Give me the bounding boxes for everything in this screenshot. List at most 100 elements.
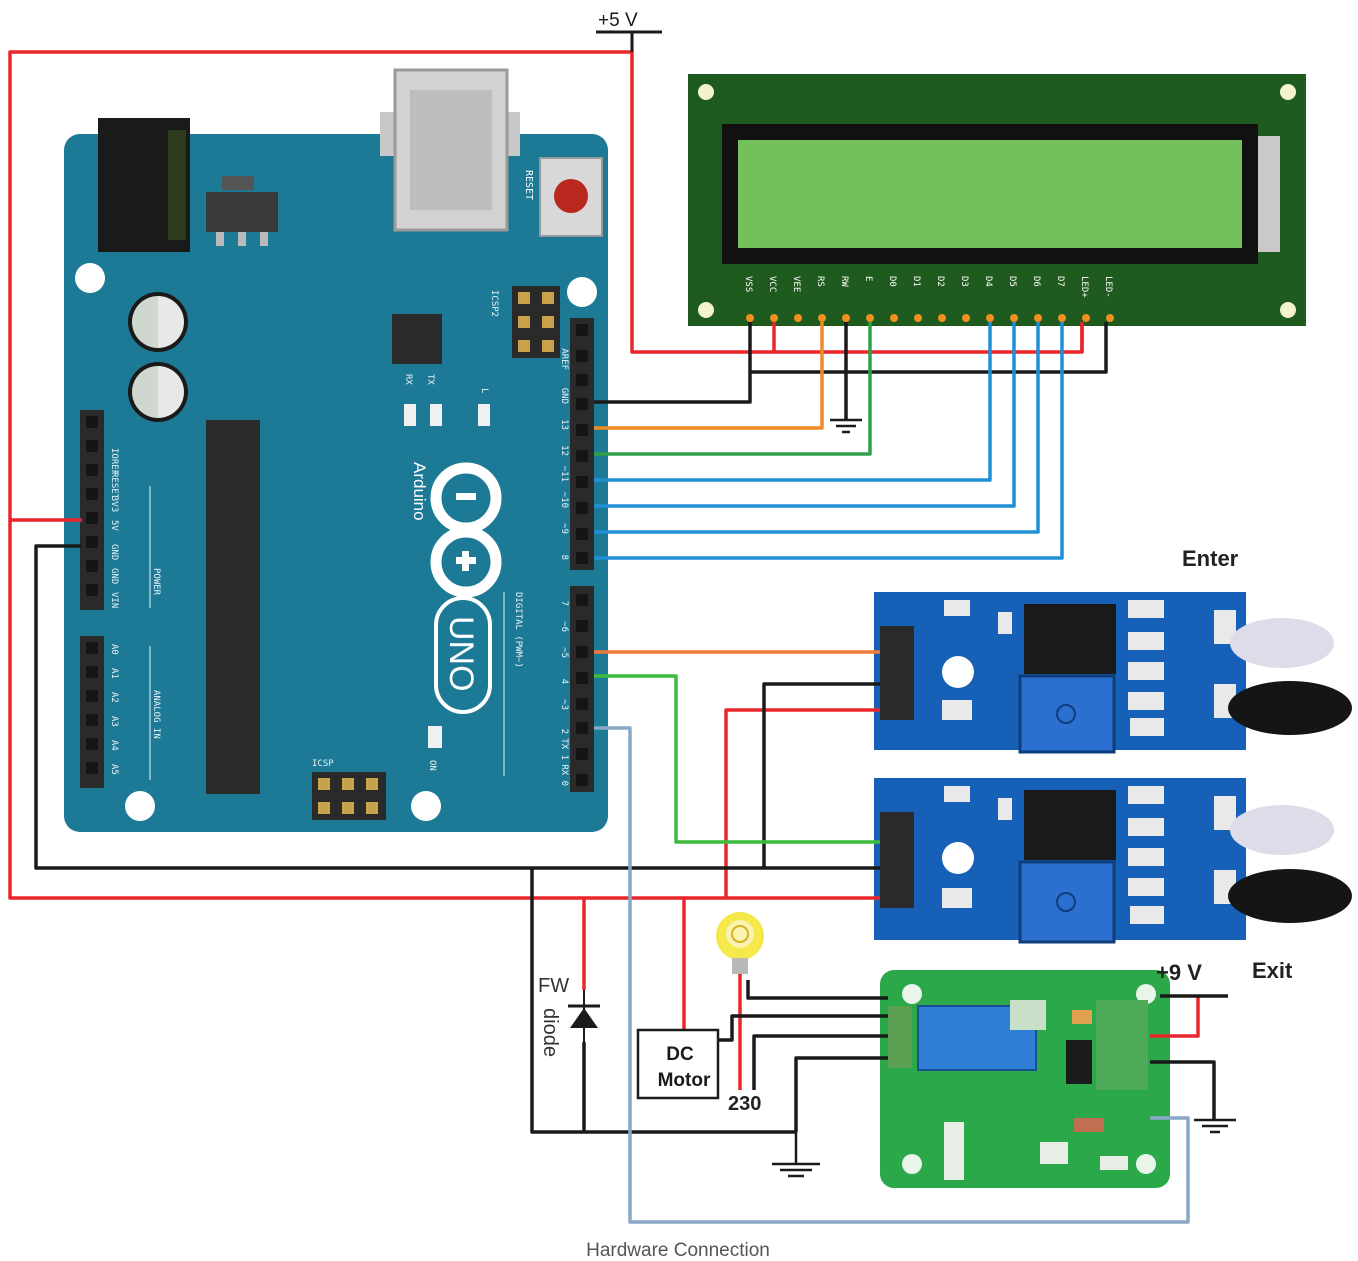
- lcd-pin-led-minus: LED-: [1103, 276, 1113, 298]
- fw-label: FW: [538, 975, 569, 997]
- rx-label: RX: [403, 374, 413, 385]
- supply-5v-symbol: [596, 30, 662, 52]
- lcd-pin-rs: RS: [815, 276, 825, 287]
- lcd-pin-vee: VEE: [791, 276, 801, 292]
- lcd-pin-d5: D5: [1007, 276, 1017, 287]
- dc-motor: DC Motor: [636, 1028, 720, 1100]
- lcd-16x2-display: VSS VCC VEE RS RW E D0 D1 D2 D3 D4 D5 D6…: [688, 74, 1306, 326]
- lcd-pin-labels: VSS VCC VEE RS RW E D0 D1 D2 D3 D4 D5 D6…: [743, 276, 1113, 298]
- freewheel-diode: FW diode: [538, 975, 600, 1057]
- digital-pin-gnd: GND: [559, 388, 569, 404]
- wire-exit-signal: [594, 674, 880, 844]
- wire-lcd-d4: [594, 322, 992, 482]
- digital-pin-12: 12: [559, 445, 569, 456]
- wire-relay-in4: [794, 1056, 888, 1132]
- power-pin-gnd: GND: [109, 544, 119, 560]
- supply-5v-label: +5 V: [598, 10, 638, 31]
- lcd-pin-vcc: VCC: [767, 276, 777, 292]
- mounting-hole: [411, 791, 441, 821]
- digital-pin-aref: AREF: [559, 348, 569, 370]
- power-pin-reset: RESET: [109, 472, 119, 500]
- wire-gnd-lcd: [594, 322, 1108, 404]
- wire-relay-signal: [594, 726, 1190, 1224]
- ir-photodiode: [1228, 681, 1352, 735]
- ir-sensor-enter: [874, 592, 1352, 754]
- diode-label: diode: [539, 1008, 561, 1057]
- power-section-label: POWER: [151, 568, 161, 596]
- wire-relay-lamp: [746, 980, 888, 1000]
- digital-pin-rx0: RX 0: [559, 764, 569, 786]
- enter-label: Enter: [1182, 546, 1239, 571]
- lcd-pin-d7: D7: [1055, 276, 1065, 287]
- power-pin-ioref: IOREF: [109, 448, 119, 475]
- wire-lcd-e: [594, 322, 872, 456]
- on-led: [428, 726, 442, 748]
- ac-230-label: 230: [728, 1093, 761, 1115]
- ground-symbol: [772, 1132, 820, 1178]
- relay-module: [880, 970, 1170, 1188]
- analog-pin-a0: A0: [109, 644, 119, 655]
- uno-label: UNO: [442, 616, 480, 692]
- on-label: ON: [427, 760, 437, 771]
- wire-5v-sensor-bus: [8, 520, 880, 900]
- mounting-hole: [1280, 302, 1296, 318]
- l-led-label: L: [479, 388, 489, 393]
- analog-pin-a2: A2: [109, 692, 119, 703]
- lcd-pin-d2: D2: [935, 276, 945, 287]
- digital-pin-4: 4: [559, 679, 569, 684]
- status-leds: TX RX L: [403, 374, 490, 426]
- potentiometer: [1018, 860, 1116, 944]
- mounting-hole: [698, 302, 714, 318]
- power-pin-3v3: 3V3: [109, 496, 119, 512]
- digital-pin-11: ~11: [559, 466, 569, 482]
- digital-pin-6: ~6: [559, 621, 569, 632]
- exit-label: Exit: [1252, 958, 1293, 983]
- digital-pin-7: 7: [559, 601, 569, 606]
- voltage-regulator: [206, 176, 278, 246]
- ir-led-emitter: [1230, 618, 1334, 668]
- relay-input-terminal: [888, 1006, 912, 1068]
- mounting-hole: [1136, 984, 1156, 1004]
- lamp-bulb: [716, 912, 764, 974]
- relay-output-terminal: [1096, 1000, 1148, 1090]
- digital-header-bottom: 7 ~6 ~5 4 ~3 2 TX 1 RX 0 DIGITAL (PWM~): [503, 586, 594, 792]
- lcd-pin-d3: D3: [959, 276, 969, 287]
- dc-motor-label-line2: Motor: [658, 1070, 711, 1091]
- digital-pin-5: ~5: [559, 647, 569, 658]
- reset-button: RESET: [523, 157, 603, 237]
- arduino-logo: Arduino: [410, 462, 502, 598]
- wire-gnd-sensor-enter: [762, 682, 880, 868]
- analog-section-label: ANALOG IN: [151, 690, 161, 739]
- lcd-pin-pads: [746, 314, 1114, 322]
- mounting-hole: [567, 277, 597, 307]
- lcd-screen: [738, 140, 1242, 248]
- ir-led-emitter: [1230, 805, 1334, 855]
- ground-symbol: [830, 418, 862, 434]
- lcd-pin-led-plus: LED+: [1079, 276, 1089, 298]
- digital-pin-13: 13: [559, 419, 569, 430]
- lcd-pin-d6: D6: [1031, 276, 1041, 287]
- wire-lcd-d6: [594, 322, 1040, 534]
- uno-badge: UNO: [434, 596, 492, 714]
- wire-9v-relay: [1150, 996, 1200, 1038]
- figure-caption: Hardware Connection: [586, 1240, 770, 1261]
- mounting-hole: [902, 1154, 922, 1174]
- arduino-uno-board: RESET ICSP2: [64, 68, 608, 832]
- wire-relay-in3: [752, 1034, 888, 1090]
- digital-header-top: AREF GND 13 12 ~11 ~10 ~9 8: [559, 318, 594, 570]
- power-pin-5v: 5V: [109, 520, 119, 531]
- ir-photodiode: [1228, 869, 1352, 923]
- wire-lcd-d5: [594, 322, 1016, 508]
- mounting-hole: [1280, 84, 1296, 100]
- power-pin-vin: VIN: [109, 592, 119, 608]
- usb-b-port: [380, 68, 520, 232]
- mounting-hole: [902, 984, 922, 1004]
- digital-pin-9: ~9: [559, 523, 569, 534]
- capacitor: [128, 362, 188, 422]
- digital-pin-2: 2: [559, 729, 569, 734]
- wire-gnd-arduino: [34, 544, 880, 870]
- reset-label: RESET: [523, 170, 534, 200]
- wires: [8, 50, 1228, 1224]
- capacitor: [128, 292, 188, 352]
